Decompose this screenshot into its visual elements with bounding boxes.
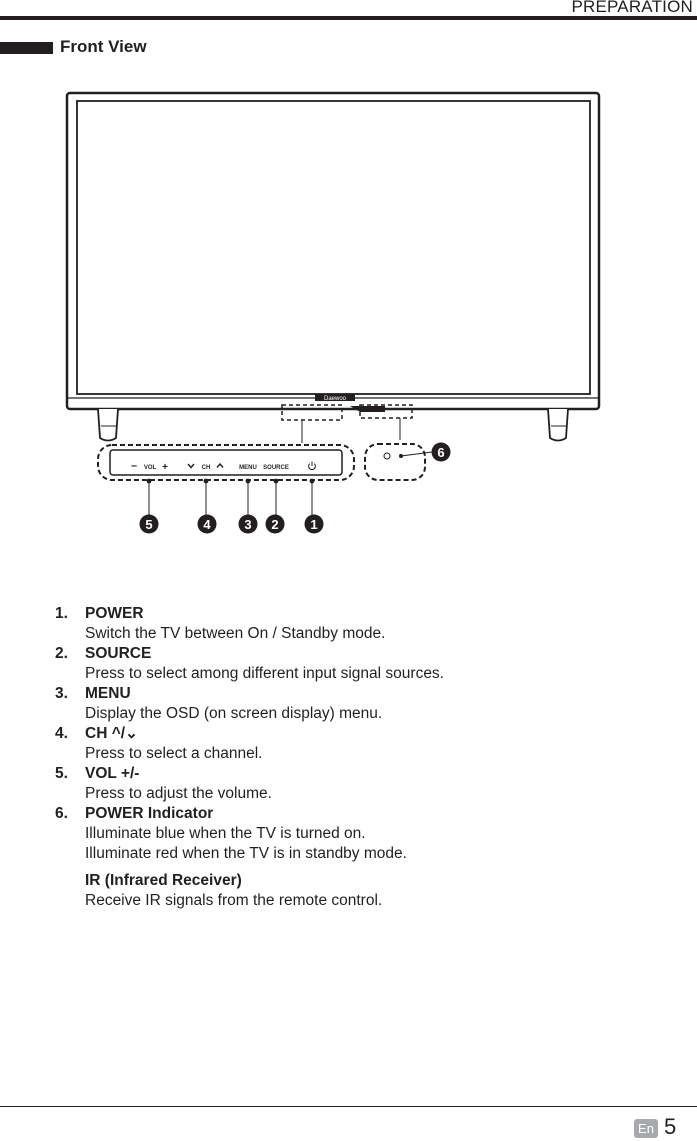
- list-item: 3. MENU Display the OSD (on screen displ…: [55, 684, 444, 724]
- ch-label: CH: [202, 465, 211, 471]
- item-title: VOL +/-: [85, 765, 140, 782]
- button-description-list: 1. POWER Switch the TV between On / Stan…: [55, 604, 444, 864]
- svg-text:6: 6: [437, 445, 444, 460]
- ir-description: Receive IR signals from the remote contr…: [85, 892, 383, 909]
- list-item: 4. CH ^/⌄ Press to select a channel.: [55, 724, 444, 764]
- ch-up-icon: [216, 462, 224, 468]
- language-badge: En: [634, 1119, 658, 1138]
- power-symbol-icon: [308, 461, 316, 471]
- list-item: 1. POWER Switch the TV between On / Stan…: [55, 604, 444, 644]
- svg-text:5: 5: [145, 517, 152, 532]
- ch-down-icon: [187, 463, 195, 469]
- vol-minus-symbol: –: [131, 460, 137, 472]
- zoom-area-buttons: [281, 404, 343, 421]
- menu-label: MENU: [239, 465, 257, 471]
- item-description: Switch the TV between On / Standby mode.: [85, 625, 386, 642]
- section-marker-bar: [0, 42, 53, 54]
- footer-rule: [0, 1106, 697, 1107]
- svg-text:3: 3: [244, 517, 251, 532]
- item-number: 1.: [55, 605, 68, 622]
- item-title: POWER Indicator: [85, 805, 214, 822]
- vol-label: VOL: [144, 465, 157, 471]
- page-header-title: PREPARATION: [571, 0, 693, 16]
- header-rule: [0, 16, 697, 20]
- item-title: CH ^/⌄: [85, 725, 139, 742]
- control-panel: [109, 449, 343, 476]
- section-title: Front View: [60, 37, 147, 56]
- item-description: Press to select a channel.: [85, 745, 263, 762]
- svg-text:1: 1: [310, 517, 317, 532]
- ir-title: IR (Infrared Receiver): [85, 872, 242, 889]
- bottom-center-tab: [350, 406, 385, 412]
- page-number: 5: [664, 1114, 677, 1139]
- ir-receiver-description: IR (Infrared Receiver) Receive IR signal…: [85, 871, 382, 911]
- callout-badge-2: 2: [265, 514, 285, 534]
- item-number: 4.: [55, 725, 68, 742]
- svg-text:2: 2: [271, 517, 278, 532]
- item-title: SOURCE: [85, 645, 152, 662]
- item-description-extra: Illuminate red when the TV is in standby…: [85, 845, 407, 862]
- callout-badge-3: 3: [238, 514, 258, 534]
- ir-receiver-window: [383, 452, 391, 460]
- indicator-outline: [364, 443, 426, 481]
- callout-badge-6: 6: [431, 442, 451, 462]
- item-number: 2.: [55, 645, 68, 662]
- list-item: 5. VOL +/- Press to adjust the volume.: [55, 764, 444, 804]
- vol-plus-symbol: +: [162, 462, 168, 473]
- item-number: 6.: [55, 805, 68, 822]
- item-description: Press to adjust the volume.: [85, 785, 272, 802]
- callout-badge-5: 5: [139, 514, 159, 534]
- svg-text:4: 4: [203, 517, 211, 532]
- item-description: Press to select among different input si…: [85, 665, 444, 682]
- control-panel-outline: [97, 444, 355, 481]
- list-item: 2. SOURCE Press to select among differen…: [55, 644, 444, 684]
- callout-badge-1: 1: [304, 514, 324, 534]
- leader-line-6: [400, 451, 433, 457]
- tv-right-stand: [547, 408, 569, 442]
- callout-badge-4: 4: [197, 514, 217, 534]
- zoom-area-indicator: [359, 404, 413, 419]
- brand-logo: Daewoo: [324, 396, 347, 402]
- list-item: 6. POWER Indicator Illuminate blue when …: [55, 804, 444, 864]
- tv-screen: [76, 100, 591, 395]
- item-description: Display the OSD (on screen display) menu…: [85, 705, 383, 722]
- source-label: SOURCE: [263, 465, 289, 471]
- item-title: MENU: [85, 685, 131, 702]
- tv-left-stand: [97, 408, 119, 442]
- item-description: Illuminate blue when the TV is turned on…: [85, 825, 366, 842]
- item-title: POWER: [85, 605, 144, 622]
- brand-logo-bar: [315, 394, 355, 401]
- tv-front-view-diagram: Daewoo – VOL + CH MENU SOURCE 1 2 3: [65, 91, 601, 534]
- item-number: 3.: [55, 685, 68, 702]
- item-number: 5.: [55, 765, 68, 782]
